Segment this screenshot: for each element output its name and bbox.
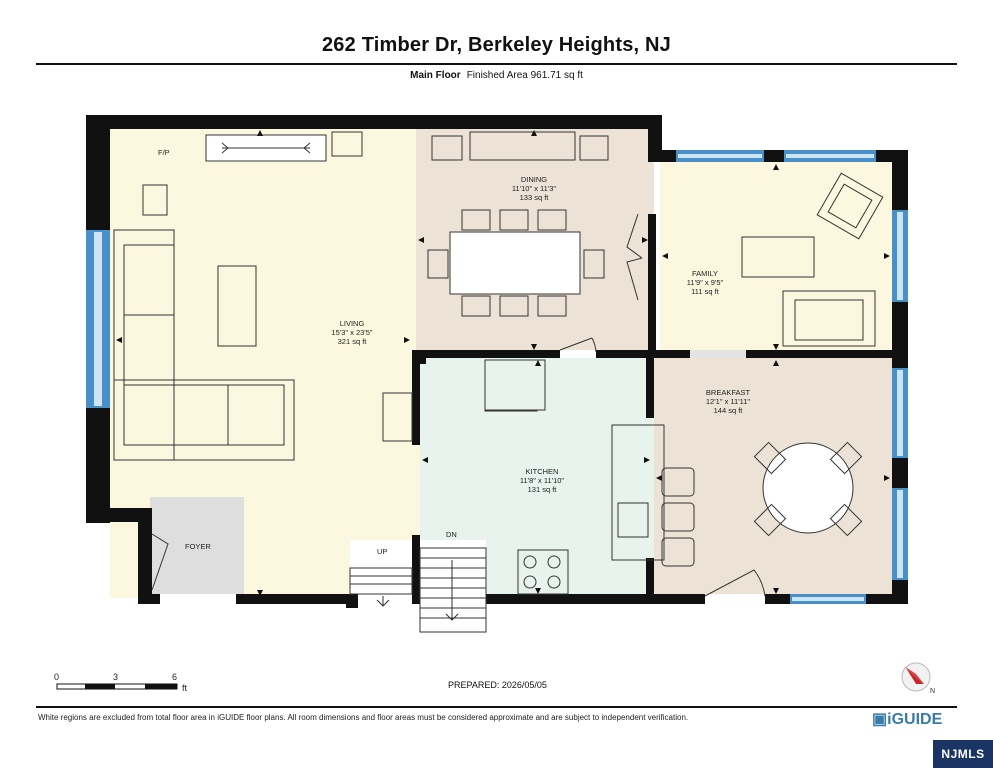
kitchen-dims: 11'8" x 11'10"	[520, 476, 565, 485]
dining-area: 133 sq ft	[520, 193, 550, 202]
compass-label: N	[930, 688, 935, 695]
floor-subheading: Main Floor Finished Area 961.71 sq ft	[0, 70, 993, 81]
living-dims: 15'3" x 23'5"	[331, 328, 372, 337]
openings	[160, 350, 765, 604]
living-area: 321 sq ft	[338, 337, 368, 346]
breakfast-area: 144 sq ft	[714, 406, 744, 415]
scale-unit: ft	[182, 683, 188, 693]
njmls-watermark: NJMLS	[933, 740, 993, 768]
floor-area: Finished Area 961.71 sq ft	[466, 70, 583, 81]
floor-name: Main Floor	[410, 70, 461, 81]
dining-dims: 11'10" x 11'3"	[512, 184, 557, 193]
stairs	[349, 547, 487, 633]
footer-rule	[36, 706, 957, 708]
compass-icon: N	[901, 662, 935, 695]
brand-name: iGUIDE	[887, 711, 943, 728]
scale-tick-3: 3	[113, 672, 118, 682]
breakfast-dims: 12'1" x 11'11"	[706, 397, 751, 406]
scale-tick-6: 6	[172, 672, 177, 682]
family-furniture	[741, 172, 884, 347]
fireplace-label: F/P	[158, 148, 170, 157]
window-glass	[94, 154, 903, 601]
iguide-logo: ▣iGUIDE	[872, 711, 943, 728]
breakfast-furniture	[753, 441, 863, 537]
living-name: LIVING	[340, 319, 365, 328]
prepared-date: PREPARED: 2026/05/05	[448, 680, 547, 690]
dining-name: DINING	[521, 175, 547, 184]
kitchen-name: KITCHEN	[526, 467, 559, 476]
breakfast-name: BREAKFAST	[706, 388, 751, 397]
stairs-up-label: UP	[377, 547, 387, 556]
living-furniture	[113, 131, 413, 461]
door-swings	[151, 213, 766, 597]
foyer-fill	[150, 497, 244, 597]
stairs-down-label: DN	[446, 530, 457, 539]
family-area: 111 sq ft	[691, 287, 720, 296]
kitchen-fixtures	[484, 359, 695, 595]
kitchen-area: 131 sq ft	[528, 485, 558, 494]
fireplace	[205, 134, 327, 162]
foyer-name: FOYER	[185, 542, 211, 551]
dimension-arrows	[116, 130, 890, 596]
family-room-fill	[660, 160, 892, 354]
scale-bar: 0 3 6 ft	[54, 672, 188, 693]
family-dims: 11'9" x 9'5"	[687, 278, 724, 287]
title-rule	[36, 63, 957, 65]
scale-tick-0: 0	[54, 672, 59, 682]
dining-furniture	[427, 131, 609, 317]
family-name: FAMILY	[692, 269, 718, 278]
plan-title: 262 Timber Dr, Berkeley Heights, NJ	[321, 34, 671, 56]
disclaimer-text: White regions are excluded from total fl…	[38, 713, 689, 722]
